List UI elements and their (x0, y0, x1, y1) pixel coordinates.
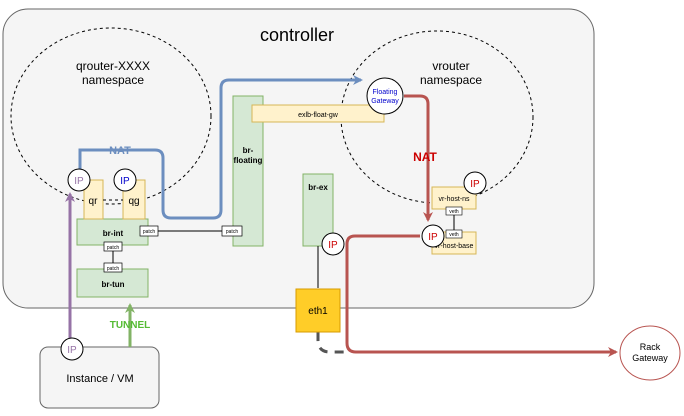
br-tun-label: br-tun (101, 280, 124, 289)
controller-box (2, 8, 595, 309)
ip-vr-host-ns-label: IP (470, 179, 480, 190)
patch-int-bottom-label: patch (107, 245, 119, 251)
vr-host-base-label: vr-host-base (435, 243, 474, 250)
red-nat-flow (404, 94, 433, 222)
eth1-dashed-link (316, 332, 350, 354)
ip-vr-host-base-marker: IP (421, 224, 445, 248)
floating-gateway-label-1: Floating (373, 89, 398, 96)
ip-qr-marker: IP (67, 168, 91, 192)
br-int-label: br-int (103, 229, 124, 238)
floating-gateway-node (366, 77, 404, 115)
qrouter-namespace (10, 27, 212, 205)
rack-gateway-label-1: Rack (640, 342, 661, 352)
vr-host-ns-label: vr-host-ns (438, 196, 470, 203)
ip-vm-label: IP (67, 345, 77, 356)
ip-vm-marker: IP (60, 337, 84, 361)
ip-br-ex-label: IP (328, 240, 338, 251)
nat-red-label: NAT (413, 150, 437, 164)
ip-qr-label: IP (74, 176, 84, 187)
nat-blue-label: NAT (109, 145, 131, 157)
patch-int-bottom-port (103, 241, 123, 252)
vrouter-namespace (340, 30, 534, 204)
br-floating-label-2: floating (234, 156, 263, 165)
eth1-label: eth1 (308, 306, 328, 317)
veth-bottom-port (445, 229, 463, 239)
veth-top-port (445, 206, 463, 216)
eth1-interface (295, 288, 341, 333)
patch-floating-label: patch (226, 229, 238, 235)
patch-tun-top-port (103, 262, 123, 273)
patch-floating-port (221, 225, 243, 237)
patch-int-right-port (139, 225, 159, 237)
veth-bottom-label: veth (449, 232, 459, 238)
veth-top-label: veth (449, 209, 459, 215)
exlb-float-gw-label: exlb-float-gw (298, 112, 339, 119)
ip-qg-label: IP (120, 176, 130, 187)
ip-vr-host-base-label: IP (428, 232, 438, 243)
qr-label: qr (89, 196, 99, 207)
instance-vm-label: Instance / VM (66, 373, 133, 385)
br-floating-label-1: br- (243, 146, 254, 155)
patch-int-right-label: patch (143, 229, 155, 235)
patch-tun-top-label: patch (107, 266, 119, 272)
rack-gateway-node (619, 325, 681, 381)
blue-nat-flow (78, 75, 363, 220)
instance-vm-box (39, 346, 160, 409)
rack-gateway-label-2: Gateway (632, 353, 668, 363)
qrouter-namespace-label-2: namespace (82, 73, 144, 87)
red-rack-flow (345, 234, 618, 357)
controller-title: controller (260, 25, 334, 45)
br-ex-label: br-ex (308, 183, 328, 192)
tunnel-label: TUNNEL (110, 320, 151, 331)
qrouter-namespace-label-1: qrouter-XXXX (76, 59, 150, 73)
floating-gateway-label-2: Gateway (371, 98, 399, 105)
vrouter-namespace-label-1: vrouter (432, 59, 469, 73)
ip-br-ex-marker: IP (321, 232, 345, 256)
ip-vr-host-ns-marker: IP (463, 171, 487, 195)
ip-qg-marker: IP (113, 168, 137, 192)
qg-label: qg (128, 196, 139, 207)
vrouter-namespace-label-2: namespace (420, 73, 482, 87)
